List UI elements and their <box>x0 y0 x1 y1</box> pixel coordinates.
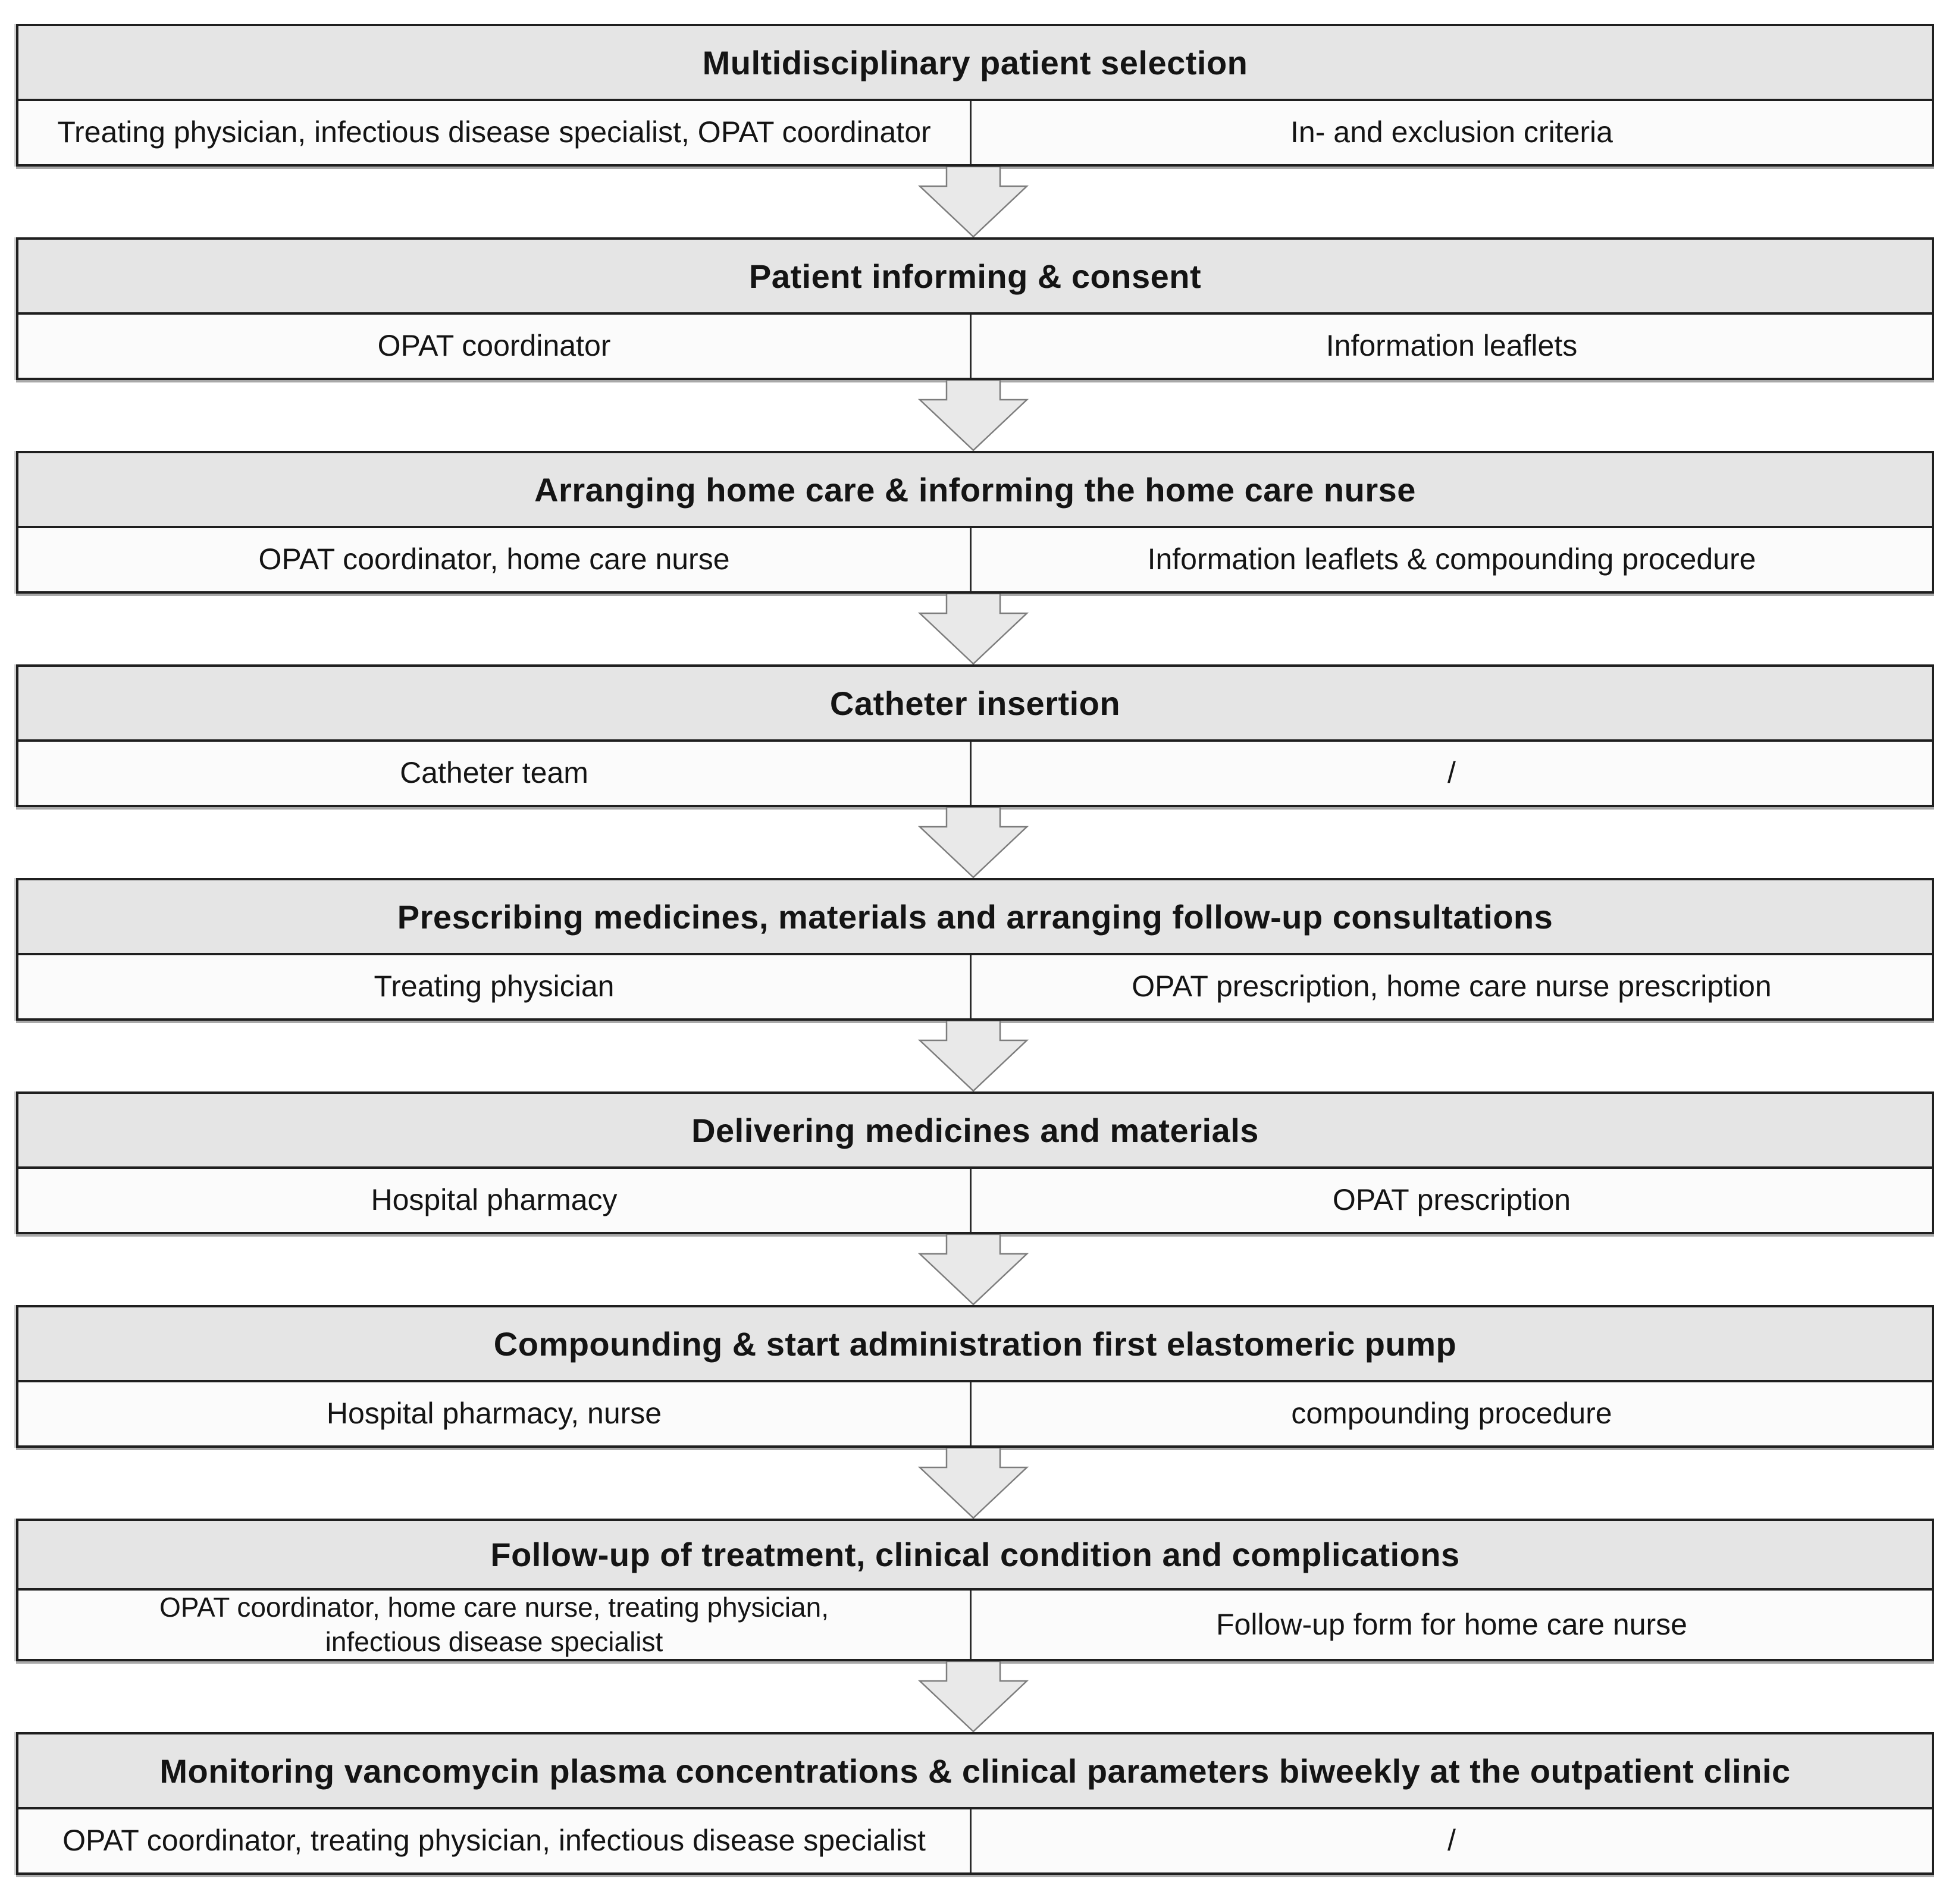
stage-title: Delivering medicines and materials <box>18 1094 1932 1169</box>
stage-delivering: Delivering medicines and materials Hospi… <box>16 1091 1934 1234</box>
down-arrow-icon <box>917 1448 1029 1519</box>
arrow-row <box>16 1234 1934 1305</box>
stage-documents-cell: / <box>972 742 1932 805</box>
stage-prescribing: Prescribing medicines, materials and arr… <box>16 878 1934 1021</box>
stage-title: Catheter insertion <box>18 667 1932 742</box>
stage-documents-cell: OPAT prescription, home care nurse presc… <box>972 955 1932 1018</box>
stage-follow-up: Follow-up of treatment, clinical conditi… <box>16 1519 1934 1661</box>
arrow-row <box>16 594 1934 664</box>
arrow-row <box>16 167 1934 237</box>
stage-actors-cell: Hospital pharmacy, nurse <box>18 1382 972 1445</box>
stage-documents-cell: / <box>972 1809 1932 1872</box>
down-arrow-icon <box>917 1661 1029 1732</box>
stage-actors-cell: Treating physician <box>18 955 972 1018</box>
stage-actors-cell: OPAT coordinator, home care nurse <box>18 528 972 591</box>
arrow-row <box>16 807 1934 878</box>
stage-patient-selection: Multidisciplinary patient selection Trea… <box>16 24 1934 167</box>
stage-title: Prescribing medicines, materials and arr… <box>18 880 1932 955</box>
stage-actors-cell: OPAT coordinator, home care nurse, treat… <box>18 1591 972 1659</box>
stage-documents-cell: Follow-up form for home care nurse <box>972 1591 1932 1659</box>
stage-documents-cell: compounding procedure <box>972 1382 1932 1445</box>
stage-actors-cell: OPAT coordinator, treating physician, in… <box>18 1809 972 1872</box>
arrow-row <box>16 380 1934 451</box>
stage-title: Arranging home care & informing the home… <box>18 453 1932 528</box>
stage-title: Multidisciplinary patient selection <box>18 26 1932 101</box>
stage-actors-cell: Hospital pharmacy <box>18 1169 972 1232</box>
stage-catheter-insertion: Catheter insertion Catheter team / <box>16 664 1934 807</box>
flowchart: Multidisciplinary patient selection Trea… <box>16 24 1934 1875</box>
stage-documents-cell: In- and exclusion criteria <box>972 101 1932 164</box>
stage-title: Monitoring vancomycin plasma concentrati… <box>18 1734 1932 1809</box>
down-arrow-icon <box>917 594 1029 664</box>
stage-compounding: Compounding & start administration first… <box>16 1305 1934 1448</box>
stage-title: Follow-up of treatment, clinical conditi… <box>18 1521 1932 1591</box>
stage-arranging-home-care: Arranging home care & informing the home… <box>16 451 1934 594</box>
stage-title: Compounding & start administration first… <box>18 1307 1932 1382</box>
stage-actors-cell: OPAT coordinator <box>18 315 972 378</box>
stage-monitoring: Monitoring vancomycin plasma concentrati… <box>16 1732 1934 1875</box>
down-arrow-icon <box>917 1021 1029 1091</box>
stage-informing-consent: Patient informing & consent OPAT coordin… <box>16 237 1934 380</box>
stage-documents-cell: Information leaflets <box>972 315 1932 378</box>
down-arrow-icon <box>917 167 1029 237</box>
arrow-row <box>16 1021 1934 1091</box>
stage-documents-cell: OPAT prescription <box>972 1169 1932 1232</box>
stage-title: Patient informing & consent <box>18 240 1932 315</box>
stage-actors-cell: Treating physician, infectious disease s… <box>18 101 972 164</box>
stage-documents-cell: Information leaflets & compounding proce… <box>972 528 1932 591</box>
stage-actors-cell: Catheter team <box>18 742 972 805</box>
down-arrow-icon <box>917 1234 1029 1305</box>
down-arrow-icon <box>917 807 1029 878</box>
down-arrow-icon <box>917 380 1029 451</box>
arrow-row <box>16 1448 1934 1519</box>
arrow-row <box>16 1661 1934 1732</box>
